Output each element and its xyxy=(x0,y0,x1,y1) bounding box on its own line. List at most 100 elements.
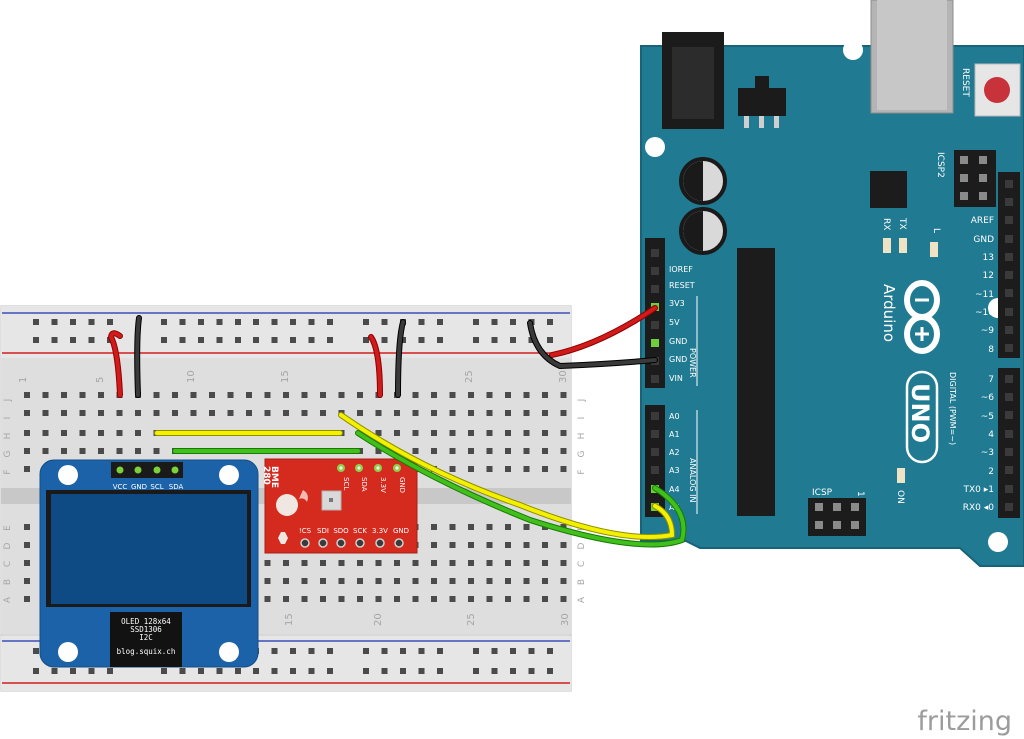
oled-module[interactable]: VCC GND SCL SDA OLED 128x64 SSD1306 I2C … xyxy=(39,459,259,668)
breadboard-hole xyxy=(116,448,123,454)
breadboard-hole xyxy=(505,596,511,602)
breadboard-hole xyxy=(431,430,437,436)
breadboard-hole xyxy=(61,448,67,454)
breadboard-hole xyxy=(491,648,498,654)
oled-label-model: OLED 128x64 xyxy=(121,617,171,626)
analog-pin-label: A1 xyxy=(669,430,680,439)
mount-hole xyxy=(219,642,239,662)
breadboard-hole xyxy=(542,392,548,398)
row-number: 15 xyxy=(284,613,295,626)
breadboard-hole xyxy=(468,596,474,602)
rx-led xyxy=(883,238,891,253)
breadboard-hole xyxy=(61,392,67,398)
on-led xyxy=(897,468,905,483)
breadboard-hole xyxy=(486,596,493,602)
breadboard-hole xyxy=(98,448,104,454)
usb-chip xyxy=(870,171,907,208)
reset-button-cap[interactable] xyxy=(984,77,1010,103)
breadboard-hole xyxy=(357,410,363,416)
breadboard-hole xyxy=(505,524,511,530)
flame-icon xyxy=(299,490,308,502)
breadboard-hole xyxy=(338,578,345,584)
breadboard-hole xyxy=(468,578,474,584)
breadboard-hole xyxy=(523,410,530,416)
breadboard-hole xyxy=(449,542,456,548)
breadboard-hole xyxy=(198,319,204,325)
breadboard-hole xyxy=(381,648,388,654)
icsp-pin-one: 1 xyxy=(855,491,865,497)
breadboard-hole xyxy=(486,448,493,454)
breadboard-hole xyxy=(394,578,400,584)
row-letter: G xyxy=(3,450,13,457)
breadboard-hole xyxy=(320,596,326,602)
breadboard-hole xyxy=(394,560,400,566)
breadboard-hole xyxy=(431,448,437,454)
row-letter: D xyxy=(3,542,13,549)
breadboard-hole xyxy=(486,410,493,416)
bme280-module[interactable]: SCL SDA 3.3V GND BME 280 !CS SDI SDO SCK… xyxy=(261,458,418,554)
breadboard-hole xyxy=(375,448,382,454)
oled-pin-label: VCC xyxy=(113,483,128,491)
breadboard-hole xyxy=(542,596,548,602)
bme-bottom-pin-label: SDO xyxy=(333,527,349,535)
wire-yellow-core xyxy=(339,413,675,539)
breadboard-hole xyxy=(246,410,252,416)
breadboard-hole xyxy=(431,392,437,398)
breadboard-hole xyxy=(24,542,30,548)
breadboard-hole xyxy=(327,648,333,654)
oled-label-chip: SSD1306 xyxy=(130,625,162,634)
breadboard-hole xyxy=(271,319,278,325)
breadboard-hole xyxy=(560,578,567,584)
breadboard-hole xyxy=(357,560,363,566)
row-letter: G xyxy=(577,450,587,457)
breadboard-hole xyxy=(320,560,326,566)
breadboard-hole xyxy=(172,392,178,398)
breadboard-hole xyxy=(491,668,498,674)
breadboard-hole xyxy=(505,430,511,436)
breadboard-hole xyxy=(161,319,167,325)
breadboard-hole xyxy=(357,596,363,602)
breadboard-hole xyxy=(468,466,474,472)
breadboard-hole xyxy=(264,392,271,398)
breadboard-hole xyxy=(70,337,76,343)
breadboard-hole xyxy=(308,648,315,654)
breadboard-hole xyxy=(179,337,186,343)
breadboard-hole xyxy=(528,668,535,674)
breadboard-hole xyxy=(227,410,234,416)
tx-led xyxy=(899,238,907,253)
voltage-regulator xyxy=(738,88,786,116)
icsp-label: ICSP xyxy=(812,488,833,498)
breadboard-hole xyxy=(70,319,76,325)
analog-pin-label: A2 xyxy=(669,448,680,457)
breadboard-hole xyxy=(271,648,278,654)
row-number: 1 xyxy=(18,377,29,383)
breadboard-hole xyxy=(505,448,511,454)
tx-label: TX xyxy=(897,217,907,230)
breadboard-hole xyxy=(560,466,567,472)
row-letter: H xyxy=(3,433,13,440)
breadboard-hole xyxy=(24,430,30,436)
breadboard-hole xyxy=(510,337,516,343)
analog-pin-label: A0 xyxy=(669,412,680,421)
breadboard-hole xyxy=(486,542,493,548)
breadboard-hole xyxy=(449,448,456,454)
breadboard-hole xyxy=(523,448,530,454)
breadboard-hole xyxy=(468,542,474,548)
l-label: L xyxy=(931,228,941,233)
digital-pin-label: ~3 xyxy=(981,448,994,458)
breadboard-hole xyxy=(51,668,58,674)
wire-red-core xyxy=(108,331,122,397)
arduino-uno[interactable]: RESET ICSP2 TX RX L ON xyxy=(640,0,1024,567)
breadboard-hole xyxy=(505,560,511,566)
breadboard-hole xyxy=(547,668,553,674)
breadboard-hole xyxy=(375,560,382,566)
bme-bottom-pin-label: SCK xyxy=(353,527,367,535)
breadboard-hole xyxy=(98,430,104,436)
breadboard-hole xyxy=(24,448,30,454)
breadboard-hole xyxy=(523,542,530,548)
breadboard-hole xyxy=(375,430,382,436)
breadboard-hole xyxy=(400,668,406,674)
digital-pin-label: ~6 xyxy=(981,393,995,403)
breadboard-hole xyxy=(468,524,474,530)
mount-hole xyxy=(219,465,239,485)
